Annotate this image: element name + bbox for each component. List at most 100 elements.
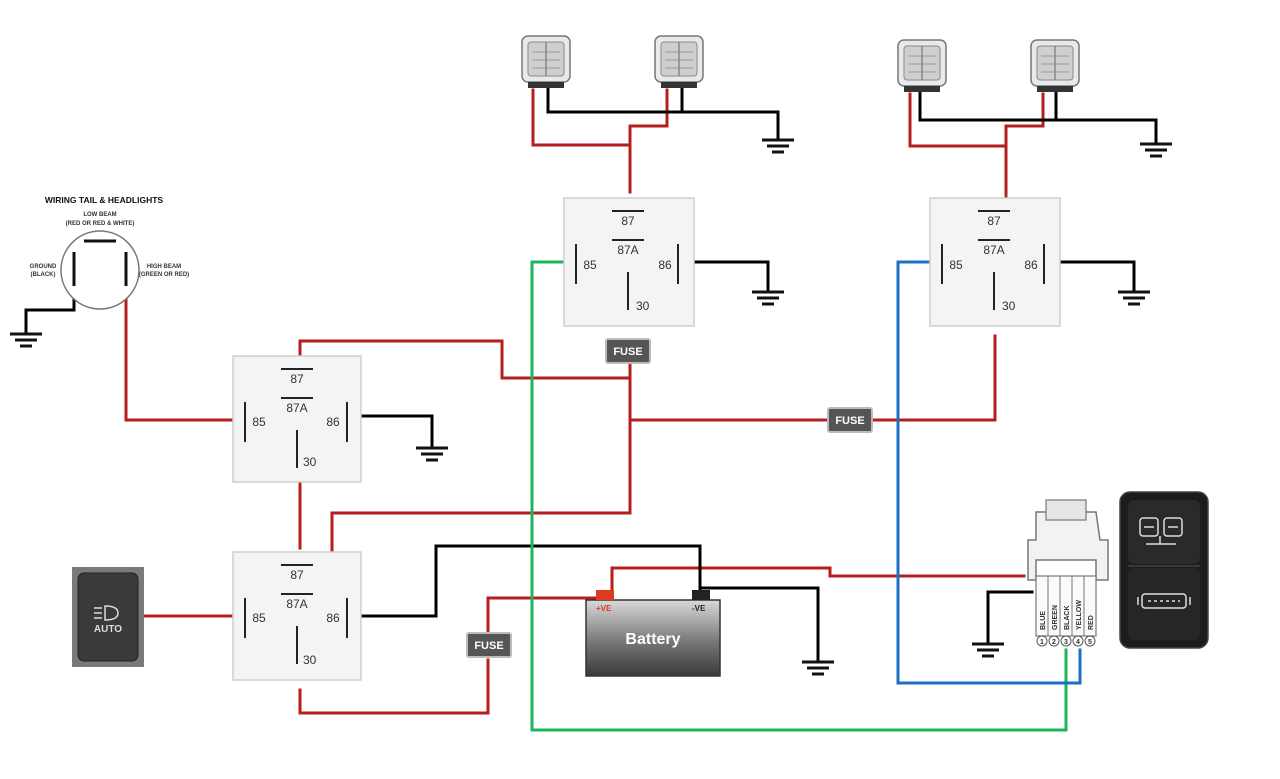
relay-pin-87a: 87A — [617, 243, 638, 257]
headlight-connector-circle — [60, 230, 140, 310]
connector-wire-label: GREEN — [1052, 605, 1059, 630]
connector-wire-label: RED — [1088, 615, 1095, 630]
high-beam-label: HIGH BEAM — [147, 264, 181, 270]
relay-pin-87a: 87A — [983, 243, 1004, 257]
low-beam-sub: (RED OR RED & WHITE) — [66, 221, 135, 227]
ground-symbol-icon — [1116, 290, 1152, 306]
wire-relay2-87-to-lights-b — [908, 92, 1008, 148]
led-pod-light-icon — [521, 35, 571, 89]
ground-symbol-icon — [760, 138, 796, 154]
fuse-label: FUSE — [835, 415, 864, 427]
ground-symbol-icon — [750, 290, 786, 306]
wire-relay4-86-to-battery-neg — [358, 544, 702, 618]
fuse-1: FUSE — [605, 338, 651, 364]
relay-pin-86: 86 — [1024, 258, 1038, 272]
relay-pin-85: 85 — [949, 258, 963, 272]
wire-relay1-86-ground — [678, 260, 770, 292]
battery-terminal-positive — [596, 590, 614, 600]
wire-relay1-87-to-lights-b — [531, 88, 632, 147]
auto-headlight-switch[interactable]: AUTO — [72, 567, 144, 667]
black-wires — [24, 86, 1158, 662]
battery-body — [585, 599, 721, 677]
relay-4: 87 87A 85 86 30 — [232, 551, 362, 681]
connector-pin-number: 5 — [1088, 639, 1092, 646]
relay-1: 87 87A 85 86 30 — [563, 197, 695, 327]
ground-symbol-icon — [970, 642, 1006, 658]
wire-green-switch-to-relay1-85 — [530, 260, 1068, 732]
fuse-label: FUSE — [474, 640, 503, 652]
battery-pos-label: +VE — [596, 604, 612, 613]
relay-pin-85: 85 — [583, 258, 597, 272]
high-beam-sub: (GREEN OR RED) — [139, 272, 189, 278]
connector-pin-numbers: 1 2 3 4 5 — [1036, 635, 1096, 647]
relay-pin-86: 86 — [326, 415, 340, 429]
light-bar-icon — [1137, 593, 1191, 609]
connector-pin-number: 2 — [1052, 639, 1056, 646]
auto-switch-label: AUTO — [94, 624, 122, 635]
wire-relay2-86-ground — [1046, 260, 1136, 292]
wire-connector-black-ground — [986, 590, 1034, 644]
relay-pin-86: 86 — [658, 258, 672, 272]
ground-sub: (BLACK) — [31, 272, 56, 278]
relay-pin-87: 87 — [290, 568, 304, 582]
battery-neg-label: -VE — [692, 604, 706, 613]
wire-relay2-87-to-lights-a — [1004, 92, 1045, 198]
led-pod-light-icon — [654, 35, 704, 89]
wire-lights1-ground — [546, 86, 780, 140]
relay-3: 87 87A 85 86 30 — [232, 355, 362, 483]
headlight-auto-icon — [94, 605, 119, 621]
connector-wire-label: BLACK — [1064, 606, 1071, 631]
relay-pin-87: 87 — [621, 214, 635, 228]
connector-pin-number: 3 — [1064, 639, 1068, 646]
low-beam-label: LOW BEAM — [83, 212, 116, 218]
relay-2: 87 87A 85 86 30 — [929, 197, 1061, 327]
connector-pin-number: 1 — [1040, 639, 1044, 646]
ground-symbol-icon — [800, 660, 836, 676]
wire-blue-switch-to-relay2-85 — [896, 260, 1082, 685]
fuse-2: FUSE — [827, 407, 873, 433]
relay-pin-87: 87 — [290, 372, 304, 386]
rocker-switch[interactable] — [1119, 491, 1209, 649]
relay-pin-85: 85 — [252, 415, 266, 429]
wire-fuse3-to-battery-pos — [486, 596, 606, 634]
fuse-3: FUSE — [466, 632, 512, 658]
connector-housing — [1027, 511, 1109, 581]
connector-pin-block — [1035, 575, 1097, 637]
ground-label: GROUND — [30, 264, 57, 270]
wire-battery-neg-ground — [698, 586, 820, 662]
wire-lights2-ground — [918, 90, 1158, 144]
wire-battery-pos-to-connector-red — [610, 566, 1026, 594]
relay-pin-30: 30 — [636, 299, 650, 313]
relay-pin-30: 30 — [303, 455, 317, 469]
relay-pin-30: 30 — [1002, 299, 1016, 313]
wire-relay3-86-ground — [358, 414, 434, 448]
ground-symbol-icon — [1138, 142, 1174, 158]
relay-pin-87a: 87A — [286, 597, 307, 611]
connector-wire-label: BLUE — [1040, 611, 1047, 630]
battery-terminal-negative — [692, 590, 710, 600]
ground-symbol-icon — [8, 332, 44, 348]
auto-switch-button[interactable] — [77, 572, 139, 662]
relay-pin-86: 86 — [326, 611, 340, 625]
light-pods-icon — [1139, 517, 1183, 545]
relay-pin-30: 30 — [303, 653, 317, 667]
connector-wire-label: YELLOW — [1076, 600, 1083, 630]
switch-connector: BLUE GREEN BLACK YELLOW RED 1 2 3 4 5 — [1027, 499, 1109, 647]
relay-pin-87: 87 — [987, 214, 1001, 228]
connector-pin-number: 4 — [1076, 639, 1080, 646]
relay-pin-85: 85 — [252, 611, 266, 625]
wire-headlight-ground — [24, 284, 76, 334]
battery-label: Battery — [625, 631, 680, 648]
wire-headlight-high-to-relay3-85 — [124, 284, 235, 422]
led-pod-light-icon — [897, 39, 947, 93]
battery: +VE -VE Battery — [585, 590, 721, 677]
wire-relay1-87-to-lights-a — [628, 88, 669, 194]
wire-relay4-30-to-fuse3 — [298, 658, 490, 715]
relay-pin-87a: 87A — [286, 401, 307, 415]
headlight-plug: WIRING TAIL & HEADLIGHTS LOW BEAM (RED O… — [30, 195, 189, 310]
headlight-title: WIRING TAIL & HEADLIGHTS — [45, 195, 164, 205]
wire-fuse2-to-relay2-30 — [870, 334, 997, 422]
led-pod-light-icon — [1030, 39, 1080, 93]
fuse-label: FUSE — [613, 346, 642, 358]
